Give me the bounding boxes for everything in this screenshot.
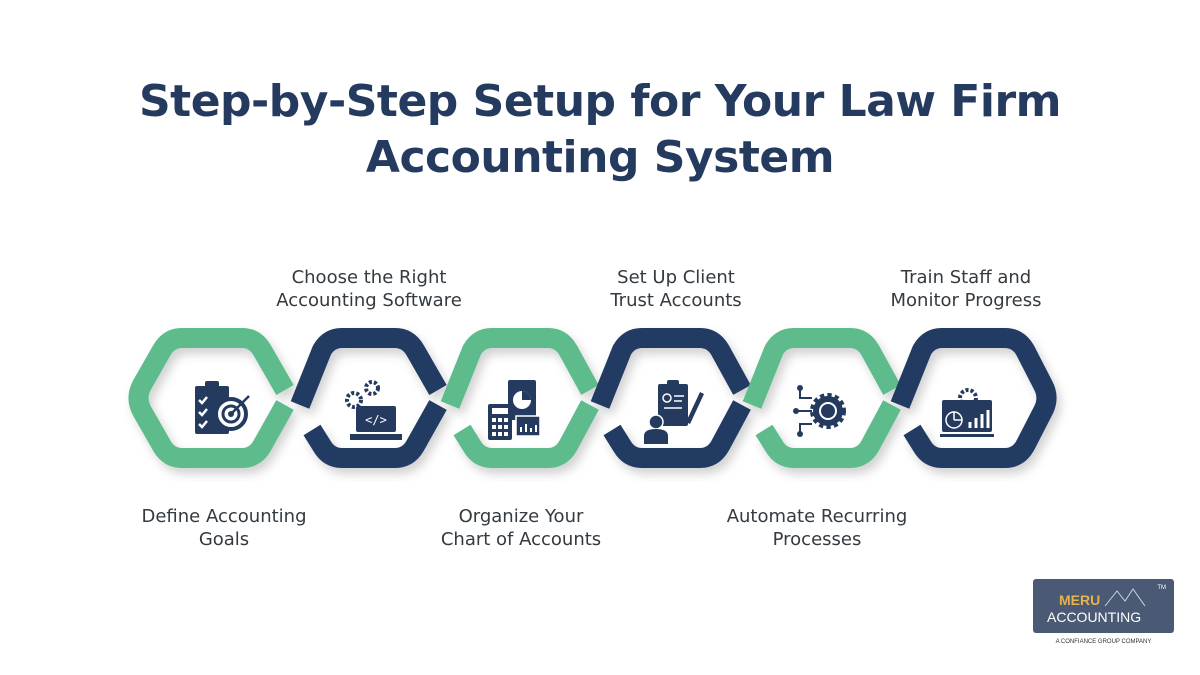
clipboard-target-icon xyxy=(195,381,250,434)
step-2-label-line2: Accounting Software xyxy=(276,290,462,311)
step-3-label-line1: Organize Your xyxy=(458,506,584,527)
page-title: Step-by-Step Setup for Your Law Firm Acc… xyxy=(0,74,1200,186)
calculator-chart-icon xyxy=(488,380,541,440)
step-4-label-line1: Set Up Client xyxy=(617,267,735,288)
logo-brand-bottom: ACCOUNTING xyxy=(1047,609,1142,625)
step-6-label-line1: Train Staff and xyxy=(900,267,1032,288)
step-6-label-line2: Monitor Progress xyxy=(890,290,1042,311)
monitor-analytics-icon xyxy=(940,388,994,437)
step-5-label-line1: Automate Recurring xyxy=(726,506,908,527)
step-2-label-line1: Choose the Right xyxy=(291,267,447,288)
step-4-label-line2: Trust Accounts xyxy=(610,290,742,311)
laptop-code-gears-icon: </> xyxy=(345,380,402,440)
step-3-label: Organize Your Chart of Accounts xyxy=(391,505,651,551)
person-clipboard-pen-icon xyxy=(644,380,704,444)
svg-text:</>: </> xyxy=(365,413,387,427)
step-5-label: Automate Recurring Processes xyxy=(687,505,947,551)
step-3-label-line2: Chart of Accounts xyxy=(440,529,602,550)
title-line-2: Accounting System xyxy=(365,132,835,183)
step-5-label-line2: Processes xyxy=(772,529,862,550)
step-1-label-line1: Define Accounting xyxy=(141,506,307,527)
step-4-label: Set Up Client Trust Accounts xyxy=(546,266,806,312)
logo-tagline: A CONFIANCE GROUP COMPANY xyxy=(1055,639,1152,645)
mountain-icon xyxy=(1104,588,1146,607)
gear-network-icon xyxy=(793,385,846,437)
meru-accounting-logo: MERU TM ACCOUNTING xyxy=(1033,579,1174,633)
title-line-1: Step-by-Step Setup for Your Law Firm xyxy=(138,76,1062,127)
logo-brand-top: MERU xyxy=(1059,592,1101,608)
step-6-label: Train Staff and Monitor Progress xyxy=(836,266,1096,312)
step-2-label: Choose the Right Accounting Software xyxy=(239,266,499,312)
step-1-label-line2: Goals xyxy=(198,529,250,550)
logo-trademark: TM xyxy=(1157,585,1166,591)
step-1-label: Define Accounting Goals xyxy=(94,505,354,551)
